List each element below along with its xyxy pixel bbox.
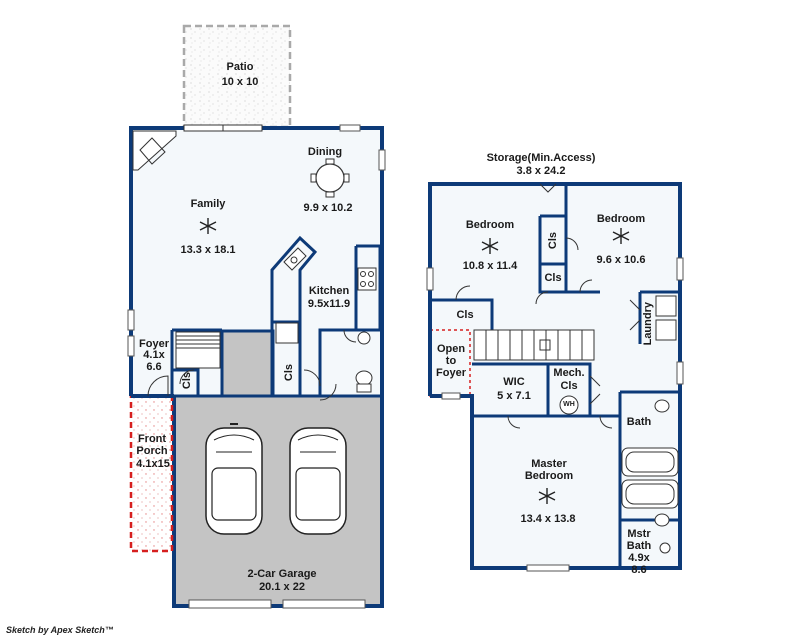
master-label-2: Bedroom (524, 470, 574, 482)
storage-label: Storage(Min.Access) (486, 152, 596, 164)
fireplace (132, 130, 177, 171)
garage-door-right (282, 599, 366, 609)
family-dims: 13.3 x 18.1 (180, 244, 236, 256)
foyer-window-2 (127, 335, 135, 357)
porch-label-2: Porch (136, 445, 168, 457)
garage-outline (172, 396, 384, 608)
kitchen-label: Kitchen (308, 285, 350, 297)
sketch-credit: Sketch by Apex Sketch™ (6, 625, 114, 635)
bedroom-left-dims: 10.8 x 11.4 (462, 260, 518, 272)
stairs-icon (175, 331, 221, 369)
kitchen-closet-label: Cls (283, 364, 295, 382)
ceiling-fan-icon (199, 218, 217, 234)
bedroom-closet-label-2: Cls (544, 272, 562, 284)
mech-closet-label-1: Mech. (553, 367, 585, 379)
porch-dims: 4.1x15 (136, 458, 170, 470)
open-to-foyer-2: to (445, 355, 457, 367)
fridge (275, 322, 299, 344)
wic-dims: 5 x 7.1 (497, 390, 531, 402)
upper-floor (430, 184, 680, 568)
ceiling-fan-icon (538, 488, 556, 504)
mech-closet-label-2: Cls (560, 380, 578, 392)
kitchen-counter-wall (354, 244, 382, 332)
patio-label: Patio (226, 61, 254, 73)
bathtub-icon (621, 447, 679, 477)
mstr-bath-label-1: Mstr (627, 528, 651, 540)
porch-label-1: Front (137, 433, 167, 445)
dining-table-icon (310, 158, 350, 198)
family-label: Family (190, 198, 226, 210)
ceiling-fan-icon (481, 238, 499, 254)
kitchen-sink-island (283, 247, 307, 271)
dining-dims: 9.9 x 10.2 (303, 202, 353, 214)
garage-floor (174, 331, 382, 606)
bedroom-right-dims: 9.6 x 10.6 (596, 254, 646, 266)
kitchen-island-wall (270, 235, 318, 396)
kitchen-wall (272, 320, 302, 396)
dryer (655, 319, 677, 341)
upper-exterior-walls (428, 182, 682, 570)
foyer-dims-2: 6.6 (146, 361, 162, 373)
laundry-label: Laundry (642, 302, 654, 346)
washer (655, 295, 677, 317)
storage-dims: 3.8 x 24.2 (516, 165, 566, 177)
dining-label: Dining (307, 146, 343, 158)
foyer-closet-wall (172, 368, 200, 396)
foyer-closet-label: Cls (181, 372, 193, 390)
sink-icon (659, 542, 671, 554)
garage-door-left (188, 599, 272, 609)
foyer-window (127, 309, 135, 331)
front-porch (129, 394, 174, 553)
garage-dims: 20.1 x 22 (259, 581, 305, 593)
foyer-label: Foyer (139, 338, 169, 350)
master-dims: 13.4 x 13.8 (520, 513, 576, 525)
sink-icon (357, 331, 371, 345)
bedroom-closet-label-1: Cls (547, 232, 559, 250)
foyer-dims-1: 4.1x (143, 349, 165, 361)
dining-window-top (339, 124, 361, 132)
stairs-icon (473, 329, 595, 361)
mstr-bath-dims-2: 8.6 (631, 564, 647, 576)
dining-window-side (378, 149, 386, 171)
bath-label: Bath (626, 416, 652, 428)
car-icon (205, 423, 263, 535)
toilet-icon (355, 370, 373, 386)
master-label-1: Master (531, 458, 567, 470)
bedroom-right-label: Bedroom (596, 213, 646, 225)
bathtub-icon (621, 479, 679, 509)
water-heater-icon (559, 395, 579, 415)
ceiling-fan-icon (612, 228, 630, 244)
open-to-foyer-1: Open (436, 343, 466, 355)
toilet-icon (654, 513, 670, 527)
kitchen-dims: 9.5x11.9 (307, 298, 351, 310)
mstr-bath-dims-1: 4.9x (628, 552, 650, 564)
bedroom-left-label: Bedroom (465, 219, 515, 231)
water-heater-label: WH (563, 401, 575, 408)
hall-closet-label: Cls (456, 309, 474, 321)
patio-dims: 10 x 10 (221, 76, 259, 88)
open-to-foyer-3: Foyer (436, 367, 466, 379)
mstr-bath-label-2: Bath (626, 540, 652, 552)
toilet-icon (654, 399, 670, 413)
wic-label: WIC (503, 376, 525, 388)
stove-icon (357, 267, 377, 291)
patio (182, 24, 292, 129)
garage-label: 2-Car Garage (247, 568, 317, 580)
car-icon (289, 427, 347, 535)
